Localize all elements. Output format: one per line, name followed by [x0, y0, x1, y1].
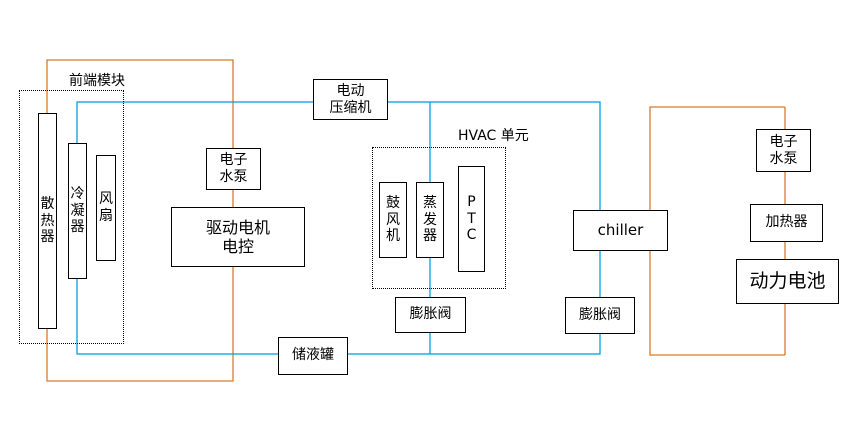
- blower-char-2: 风: [386, 211, 400, 228]
- pump-battery-line-2: 水泵: [769, 150, 798, 167]
- electric-compressor: 电动 压缩机: [313, 79, 388, 120]
- receiver-drier: 储液罐: [278, 337, 348, 375]
- condenser: 冷 凝 器: [68, 143, 87, 279]
- evaporator: 蒸 发 器: [416, 182, 444, 258]
- fan-char-2: 扇: [99, 208, 113, 224]
- electric-water-pump-battery: 电子 水泵: [756, 129, 811, 172]
- front-end-module-label: 前端模块: [69, 73, 125, 89]
- pump-battery-line-1: 电子: [769, 133, 798, 150]
- blower-char-1: 鼓: [386, 194, 400, 211]
- blower: 鼓 风 机: [379, 182, 407, 258]
- compressor-line-2: 压缩机: [329, 99, 372, 116]
- heater: 加热器: [750, 204, 823, 242]
- radiator-char-1: 散: [40, 195, 55, 212]
- radiator: 散 热 器: [38, 113, 57, 329]
- pump-motor-line-2: 水泵: [219, 169, 248, 185]
- motor-controller-line-2: 电控: [221, 237, 254, 256]
- fan-char-1: 风: [99, 191, 113, 208]
- ptc-char-3: C: [466, 227, 477, 244]
- hvac-unit-frame: [372, 147, 506, 289]
- motor-controller-line-1: 驱动电机: [205, 217, 270, 237]
- radiator-char-2: 热: [40, 212, 55, 229]
- blower-char-3: 机: [386, 228, 400, 245]
- chiller: chiller: [573, 210, 668, 251]
- drive-motor-controller: 驱动电机 电控: [171, 207, 305, 267]
- radiator-char-3: 器: [40, 229, 55, 246]
- evaporator-char-2: 发: [423, 211, 437, 228]
- compressor-line-1: 电动: [336, 82, 365, 99]
- condenser-char-3: 器: [70, 219, 85, 236]
- fan: 风 扇: [96, 155, 116, 261]
- ptc-heater: P T C: [458, 166, 485, 272]
- ptc-char-1: P: [467, 193, 476, 210]
- expansion-valve-chiller: 膨胀阀: [565, 297, 635, 334]
- hvac-unit-label: HVAC 单元: [458, 128, 529, 144]
- condenser-char-1: 冷: [70, 185, 85, 202]
- ptc-char-2: T: [467, 210, 476, 227]
- power-battery: 动力电池: [736, 259, 839, 304]
- evaporator-char-1: 蒸: [423, 194, 437, 211]
- evaporator-char-3: 器: [423, 228, 437, 245]
- pump-motor-line-1: 电子: [219, 152, 248, 169]
- front-end-module-frame: [19, 90, 124, 344]
- expansion-valve-hvac: 膨胀阀: [395, 297, 466, 333]
- condenser-char-2: 凝: [70, 202, 85, 219]
- electric-water-pump-motor: 电子 水泵: [206, 148, 261, 190]
